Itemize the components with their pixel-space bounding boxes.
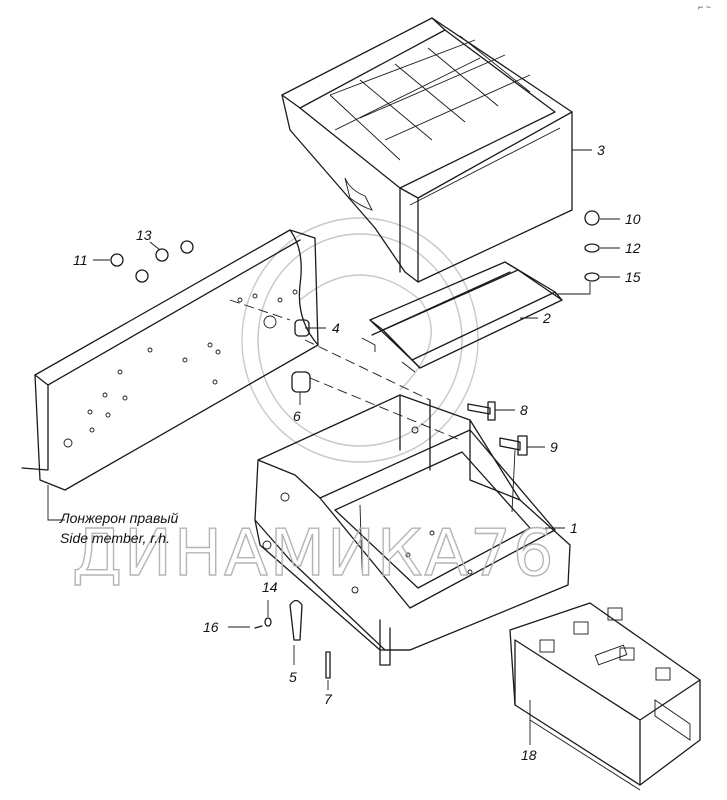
washer-12 [584, 243, 600, 253]
hold-down-frame [361, 261, 563, 373]
battery [509, 602, 701, 791]
hardware [110, 210, 600, 679]
callout-8: 8 [520, 402, 528, 418]
handle-5 [289, 599, 303, 641]
callout-12: 12 [625, 240, 641, 256]
watermark-text: ДИНАМИКА76 [72, 517, 556, 591]
side-member [21, 229, 319, 491]
callout-16: 16 [203, 619, 219, 635]
callout-18: 18 [521, 747, 537, 763]
callout-1: 1 [570, 520, 578, 536]
callout-11: 11 [73, 252, 88, 268]
callout-15: 15 [625, 269, 641, 285]
cell-cap-2 [573, 621, 589, 635]
cell-cap-1 [539, 639, 555, 653]
alignment-line-2 [309, 377, 461, 441]
callout-14: 14 [262, 579, 278, 595]
nut-10 [584, 210, 600, 226]
washer-15 [584, 272, 600, 282]
callout-13: 13 [136, 227, 152, 243]
callout-7: 7 [324, 691, 333, 707]
watermark-logo [241, 217, 479, 463]
corner-mark: ⌐ ~ [698, 2, 711, 12]
callout-2: 2 [542, 310, 551, 326]
cell-cap-5 [655, 667, 671, 681]
pin-7 [325, 651, 331, 679]
callout-3: 3 [597, 142, 605, 158]
callout-4: 4 [332, 320, 340, 336]
alignment-line-3 [229, 299, 291, 321]
washer-spring [180, 240, 194, 254]
callout-10: 10 [625, 211, 641, 227]
battery-box-cover [281, 17, 573, 283]
caption-ru: Лонжерон правый [59, 510, 179, 526]
bolt-8 [467, 401, 496, 421]
alignment-line-1 [304, 339, 431, 401]
nut-11 [110, 253, 124, 267]
callout-5: 5 [289, 669, 297, 685]
battery-tray [254, 394, 571, 666]
washer-13 [135, 269, 149, 283]
callout-9: 9 [550, 439, 558, 455]
caption-en: Side member, r.h. [60, 530, 170, 546]
spacer-6 [291, 371, 311, 393]
washer-14 [264, 617, 272, 627]
callout-6: 6 [293, 408, 301, 424]
battery-label [594, 644, 628, 666]
bolt-9 [499, 435, 528, 456]
cotter-16 [254, 625, 263, 629]
nut-13 [155, 248, 169, 262]
cell-cap-4 [619, 647, 635, 661]
leader-lines [47, 149, 620, 745]
cell-cap-3 [607, 607, 623, 621]
